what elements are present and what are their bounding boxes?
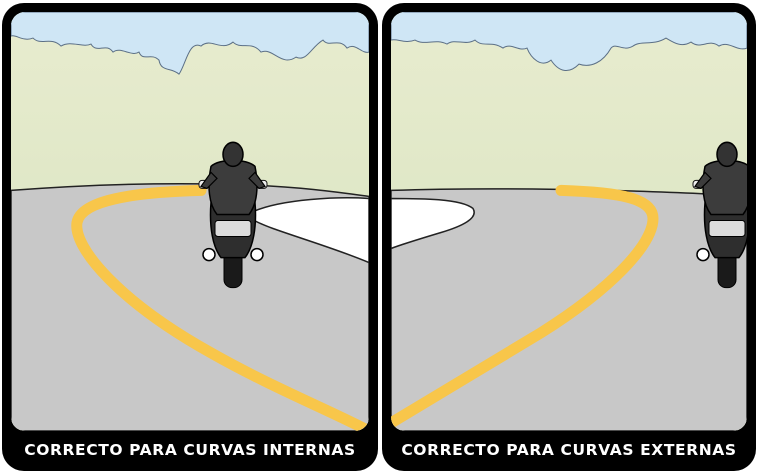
caption-outside-curve: CORRECTO PARA CURVAS EXTERNAS bbox=[401, 441, 737, 459]
caption-inside-curve: CORRECTO PARA CURVAS INTERNAS bbox=[24, 441, 356, 459]
road-shoulder bbox=[391, 197, 475, 250]
panel-outside-curve: CORRECTO PARA CURVAS EXTERNAS bbox=[382, 3, 756, 471]
sky bbox=[391, 12, 747, 71]
road-scene-right bbox=[391, 12, 747, 431]
lane-line-right bbox=[391, 184, 659, 429]
road-shoulder bbox=[249, 197, 369, 264]
motorcycle-rider-icon bbox=[198, 141, 268, 289]
road-scene-left bbox=[11, 12, 369, 431]
road-illustration-right bbox=[391, 12, 747, 431]
motorcycle-rider-icon bbox=[692, 141, 747, 289]
lane-line-left bbox=[71, 184, 369, 431]
road-illustration-left bbox=[11, 12, 369, 431]
sky bbox=[11, 12, 369, 75]
panel-inside-curve: CORRECTO PARA CURVAS INTERNAS bbox=[2, 3, 378, 471]
